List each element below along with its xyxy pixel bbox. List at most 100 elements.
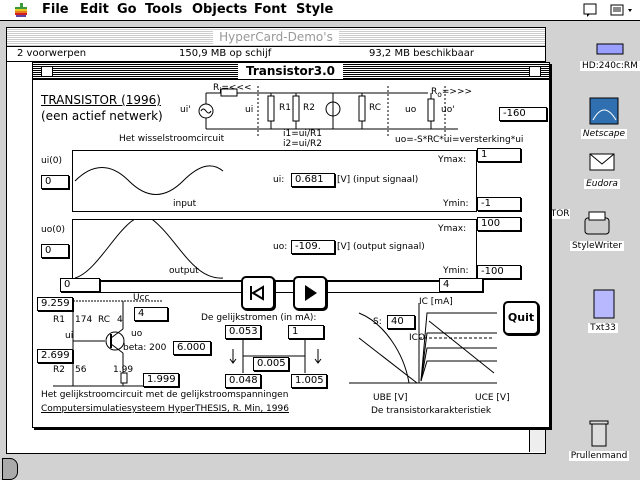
uo-prime-label: uo': [441, 105, 455, 115]
menu-tools[interactable]: Tools: [145, 2, 183, 17]
application-menu-icon[interactable]: [610, 3, 634, 17]
ro-sub: o: [437, 89, 442, 99]
output-caption: output: [169, 266, 199, 276]
ui-readout-label: ui:: [273, 175, 285, 185]
r1-label: R1: [279, 103, 291, 113]
rewind-icon: [250, 285, 264, 301]
uo0-field[interactable]: 0: [41, 244, 69, 258]
ui0-label: ui(0): [41, 156, 62, 166]
menu-go[interactable]: Go: [117, 2, 137, 17]
menu-font[interactable]: Font: [254, 2, 287, 17]
ri-label: Ri=<<<: [213, 83, 252, 95]
ucc-field[interactable]: 4: [134, 307, 168, 321]
dc-r2-label: R2: [53, 365, 65, 375]
uo0-label: uo(0): [41, 225, 65, 235]
uce-axis-label: UCE [V]: [475, 393, 510, 403]
eq-i2: i2=ui/R2: [283, 139, 322, 149]
ymin2-label: Ymin:: [443, 266, 469, 276]
s-label: S:: [373, 317, 382, 327]
uo-unit: [V] (output signaal): [337, 242, 425, 252]
current-2-field[interactable]: 1: [288, 325, 324, 339]
beta-label: beta: 200: [123, 343, 167, 353]
apple-menu-icon[interactable]: [14, 3, 28, 18]
current-5-field[interactable]: 1.005: [291, 374, 327, 388]
card-subheading: (een actief netwerk): [41, 109, 163, 123]
current-4-field[interactable]: 0.048: [225, 374, 261, 388]
netscape-icon[interactable]: Netscape: [574, 96, 634, 139]
trash-label: Prullenmand: [568, 451, 630, 461]
trash-icon[interactable]: Prullenmand: [566, 418, 632, 461]
finder-disk-used: 150,9 MB op schijf: [179, 48, 272, 59]
ui-readout-field[interactable]: 0.681: [291, 173, 335, 187]
credit-text: Computersimulatiesysteem HyperTHESIS, R.…: [41, 404, 289, 414]
dc-rc-label: RC: [98, 315, 111, 325]
menu-bar: File Edit Go Tools Objects Font Style: [0, 0, 640, 21]
ri-letter: R: [213, 83, 220, 93]
ymax2-label: Ymax:: [438, 224, 467, 234]
ui-prime-label: ui': [180, 105, 191, 115]
stylewriter-icon[interactable]: StyleWriter: [564, 210, 630, 251]
dc-circuit-diagram: [53, 300, 163, 387]
dc-r1-ohm: 174: [75, 315, 93, 325]
menu-style[interactable]: Style: [296, 2, 334, 17]
ui-unit: [V] (input signaal): [337, 175, 419, 185]
dc-r2-ohm: 56: [75, 365, 87, 375]
dc-r1-voltage-field[interactable]: 9.259: [37, 297, 73, 311]
ro-label: Ro=>>>: [431, 87, 472, 99]
ymin-label: Ymin:: [443, 199, 469, 209]
uo-small-label: uo: [131, 329, 143, 339]
current-3-field[interactable]: 0.005: [253, 357, 289, 371]
ic-axis-label: IC [mA]: [419, 297, 453, 307]
card-heading: TRANSISTOR (1996): [41, 93, 161, 107]
play-button[interactable]: [293, 276, 327, 310]
ui0-field[interactable]: 0: [41, 175, 69, 189]
ymin-input-field[interactable]: -1: [477, 197, 521, 211]
txt-file-icon[interactable]: Txt33: [578, 288, 628, 333]
currents-label: De gelijkstromen (in mA):: [201, 313, 317, 323]
hd-disk-icon[interactable]: HD:240c:RM: [580, 40, 640, 71]
netscape-label: Netscape: [580, 129, 628, 139]
ube-axis-label: UBE [V]: [373, 393, 408, 403]
menu-file[interactable]: File: [42, 2, 69, 17]
s-field[interactable]: 40: [387, 315, 415, 329]
zoom-box[interactable]: [529, 66, 541, 77]
time-start-field[interactable]: 0: [60, 278, 100, 292]
beta-voltage-field[interactable]: 6.000: [173, 341, 211, 355]
uo-readout-label: uo:: [273, 242, 288, 252]
quit-button[interactable]: Quit: [503, 301, 539, 335]
uo-readout-field[interactable]: -109.: [291, 240, 335, 254]
rewind-button[interactable]: [241, 276, 275, 310]
ri-sub: i: [219, 85, 222, 95]
input-caption: input: [173, 199, 197, 209]
collector-voltage-field[interactable]: 1.999: [143, 373, 179, 387]
card-window: Transistor3.0 TRANSISTOR (1996) (een act…: [32, 62, 550, 428]
ymax2-input-field[interactable]: 100: [477, 217, 521, 231]
base-voltage-field[interactable]: 2.699: [37, 349, 73, 363]
card-title-bar[interactable]: Transistor3.0: [33, 63, 549, 80]
ymax-label: Ymax:: [438, 155, 467, 165]
finder-peek-text: STOR: [545, 209, 570, 219]
menu-edit[interactable]: Edit: [80, 2, 109, 17]
finder-item-count: 2 voorwerpen: [17, 48, 87, 59]
dc-rc-ohm: 4: [117, 315, 123, 325]
r2-label: R2: [303, 103, 315, 113]
current-1-field[interactable]: 0.053: [225, 325, 261, 339]
ri-arrow: =<<<: [221, 83, 252, 93]
eudora-icon[interactable]: Eudora: [574, 150, 630, 189]
help-icon[interactable]: [583, 3, 597, 17]
gain-field[interactable]: -160: [499, 107, 547, 121]
ymin2-input-field[interactable]: -100: [477, 265, 521, 279]
dc-r1-label: R1: [53, 315, 65, 325]
finder-title-bar[interactable]: HyperCard-Demo's: [7, 28, 545, 47]
input-waveform: [74, 165, 224, 195]
ac-circuit-diagram: [198, 86, 458, 136]
application-switcher-tab[interactable]: [2, 458, 18, 480]
card-title: Transistor3.0: [238, 63, 343, 79]
ymax-input-field[interactable]: 1: [477, 148, 521, 162]
emitter-voltage: 1.99: [113, 365, 134, 375]
hd-disk-label: HD:240c:RM: [580, 61, 640, 71]
time-end-field[interactable]: 4: [439, 278, 483, 292]
play-icon: [305, 285, 317, 301]
close-box[interactable]: [41, 66, 53, 77]
menu-objects[interactable]: Objects: [192, 2, 248, 17]
